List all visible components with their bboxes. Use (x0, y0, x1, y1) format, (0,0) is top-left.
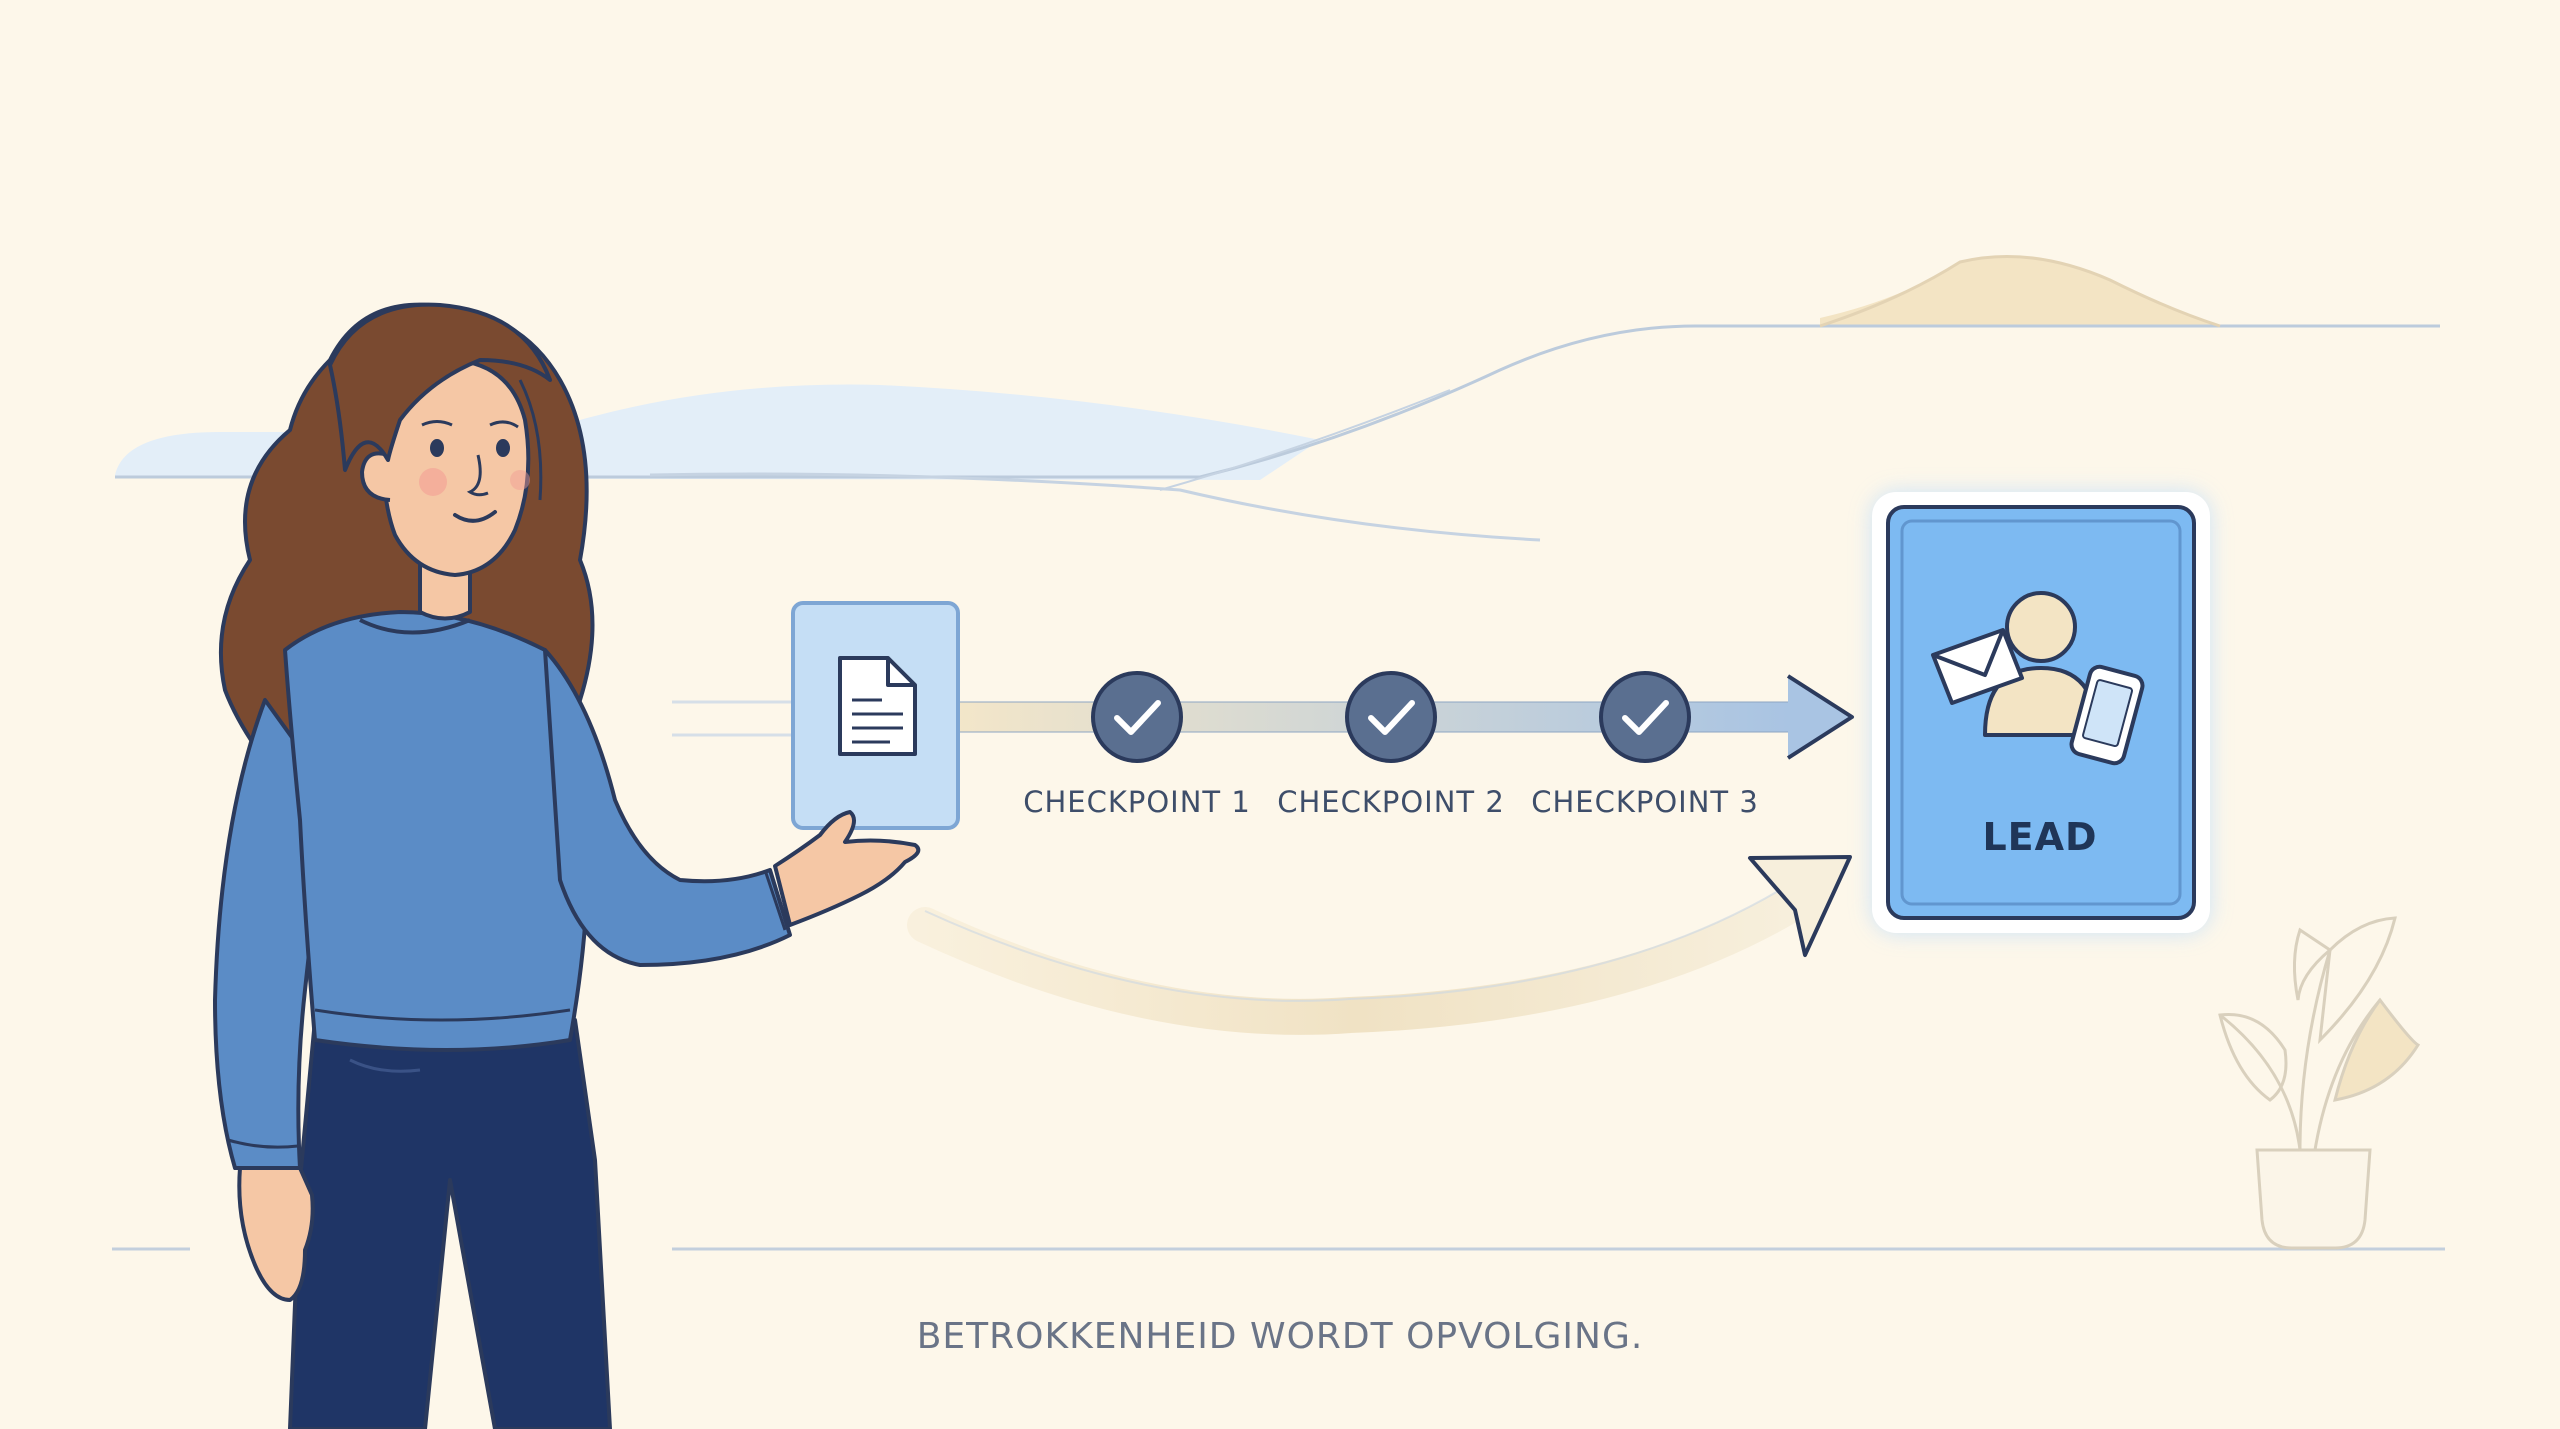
caption-text: BETROKKENHEID WORDT OPVOLGING. (916, 1316, 1644, 1357)
check-icon (1622, 700, 1669, 735)
envelope-icon (1931, 628, 2024, 705)
phone-icon (2069, 664, 2145, 766)
check-icon (1368, 700, 1415, 735)
document-card (791, 601, 960, 830)
checkpoint-2-label: CHECKPOINT 2 (1277, 785, 1505, 819)
woman-figure (213, 302, 921, 1429)
motion-lines (672, 700, 795, 737)
check-icon (1114, 700, 1161, 735)
lead-card (1870, 490, 2212, 935)
person-icon (1983, 591, 2099, 737)
checkpoint-2 (1345, 671, 1437, 763)
curved-arrow (907, 855, 1852, 1035)
checkpoint-1 (1091, 671, 1183, 763)
lead-label: LEAD (1982, 815, 2098, 859)
plant-icon (2218, 916, 2421, 1250)
checkpoint-3 (1599, 671, 1691, 763)
document-icon (838, 656, 917, 756)
checkpoint-1-label: CHECKPOINT 1 (1023, 785, 1251, 819)
checkpoint-3-label: CHECKPOINT 3 (1531, 785, 1759, 819)
